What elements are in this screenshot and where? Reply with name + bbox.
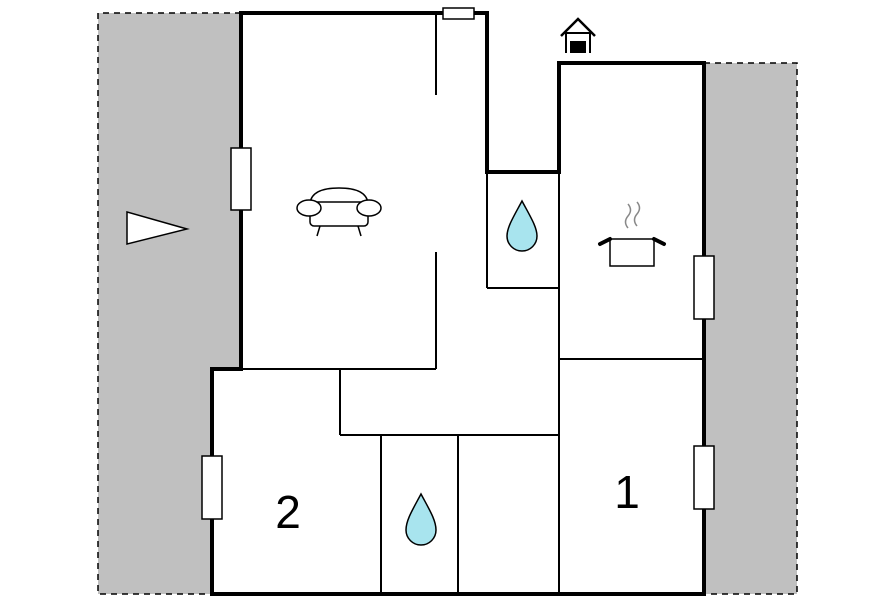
window [442,7,475,20]
water-drop-icon [405,492,437,546]
left-terrace [98,13,241,594]
window [230,147,252,211]
window [201,455,223,520]
interior-walls [241,13,704,594]
room-label-2: 2 [275,486,301,538]
right-terrace [704,63,797,594]
window [693,445,715,510]
room-label-1: 1 [614,466,640,518]
window [693,255,715,320]
water-drop-icon [506,199,538,252]
pointer-triangle-icon [126,211,190,245]
cooking-pot-icon [598,201,666,267]
sofa-icon [296,187,382,237]
exterior-walls [210,11,706,596]
right-terrace-boundary [704,62,798,595]
house-entrance-icon [560,17,596,53]
left-terrace-boundary [97,12,241,595]
